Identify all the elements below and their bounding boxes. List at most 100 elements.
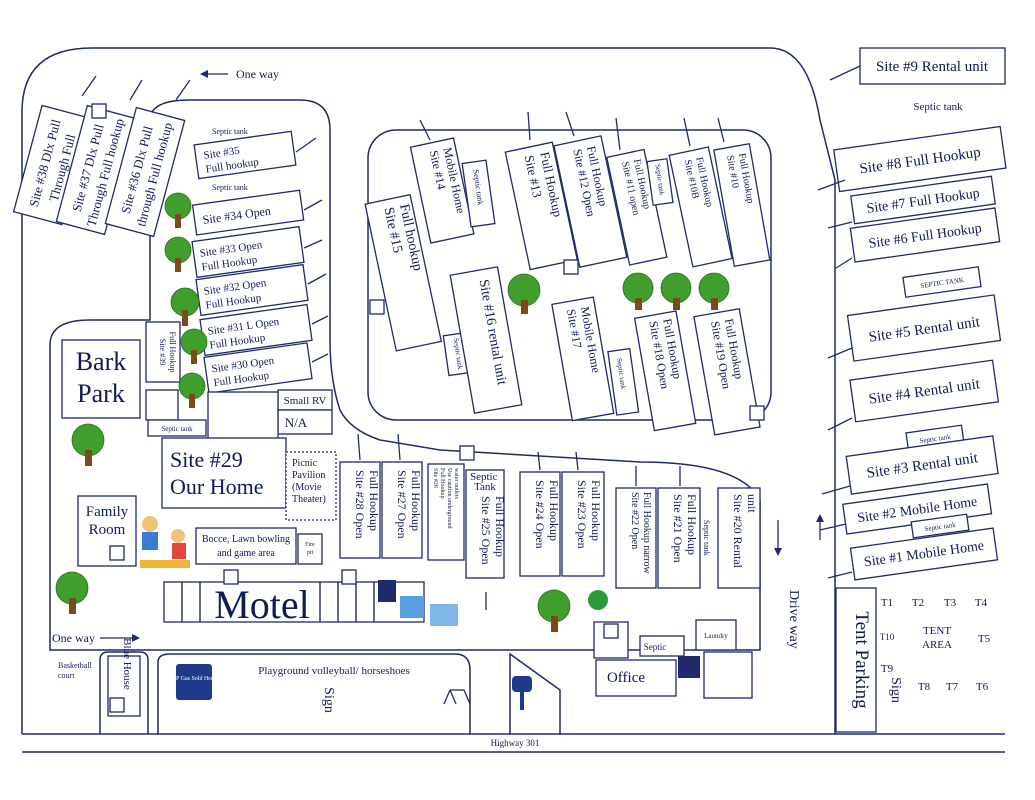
fire-pit-line1: Fire [305, 542, 315, 548]
site-22-box[interactable] [615, 487, 657, 589]
site-10b-box[interactable] [668, 146, 733, 268]
family-room-line2: Room [89, 522, 126, 538]
site-14-box[interactable] [409, 137, 475, 244]
bark-park-box[interactable] [61, 339, 141, 419]
family-room-box[interactable] [77, 495, 137, 567]
tent-t3[interactable]: T3 [944, 597, 957, 609]
tent-t10[interactable]: T10 [880, 632, 895, 642]
bark-park-line2: Park [77, 379, 125, 408]
site-29-box[interactable] [161, 437, 287, 509]
site-35-line1: Site #35 [203, 145, 241, 162]
site-3-box[interactable] [845, 435, 999, 495]
picnic-pavilion-box[interactable] [285, 451, 337, 521]
tent-t9[interactable]: T9 [881, 663, 894, 675]
tent-t1[interactable]: T1 [881, 597, 893, 609]
site-8-box[interactable] [833, 125, 1007, 193]
right-sites: Site #9 Rental unit Septic tank Site #8 … [833, 47, 1007, 581]
site-35-box[interactable] [193, 130, 297, 180]
site-15-box[interactable] [364, 193, 443, 352]
site-24-line1: Site #24 Open [533, 480, 547, 549]
site-7-box[interactable] [850, 175, 996, 225]
left-horizontal-sites: Site #35 Full hookup Septic tank Septic … [191, 127, 329, 394]
fire-pit-box [297, 533, 323, 565]
restroom-box[interactable] [703, 651, 753, 699]
one-way-top-label: One way [236, 67, 279, 81]
picnic-line3: (Movie [292, 482, 322, 493]
right-site-arrows [817, 65, 861, 579]
swing-icon [443, 689, 471, 705]
laundry-box[interactable] [695, 619, 737, 651]
tent-area: T1 T2 T3 T4 T10 TENT AREA T5 T9 T8 T7 T6… [880, 597, 991, 703]
site-13-box[interactable] [504, 141, 578, 271]
site-6-box[interactable] [849, 207, 1001, 263]
central-island [367, 129, 772, 421]
site-26-line4: water outlets [453, 468, 459, 499]
site-25-box[interactable] [465, 469, 505, 579]
site-10-box[interactable] [713, 143, 771, 267]
site-17-box[interactable] [551, 296, 615, 422]
septic-office-box [639, 635, 685, 657]
office-box[interactable] [595, 659, 677, 697]
lp-gas-label: LP Gas Sold Here [172, 676, 216, 682]
recycle-icon [588, 590, 608, 610]
site-27-line2: Full Hookup [409, 470, 423, 531]
motel[interactable]: Motel [163, 581, 425, 627]
site-21-line2: Full Hookup [685, 494, 699, 555]
basketball-label-1: Basketball [58, 661, 93, 670]
site-5-box[interactable] [846, 294, 1002, 362]
one-way-bottom-label: One way [52, 631, 95, 645]
site-34-box[interactable] [191, 189, 305, 236]
site-18-box[interactable] [633, 310, 697, 432]
site-21-box[interactable] [657, 487, 701, 589]
motel-label: Motel [214, 582, 310, 627]
site-28-box[interactable] [339, 461, 381, 559]
tent-t6[interactable]: T6 [976, 681, 989, 693]
site-16-box[interactable] [449, 266, 523, 414]
tent-area-label-1: TENT [923, 625, 951, 637]
one-way-bottom-arrow-head [132, 634, 140, 642]
tent-t2[interactable]: T2 [912, 597, 924, 609]
site-20-box[interactable] [717, 487, 761, 589]
tent-parking-box[interactable] [835, 587, 877, 733]
tent-t5[interactable]: T5 [978, 633, 991, 645]
site-30-box[interactable] [203, 342, 313, 394]
highway-label: Highway 301 [491, 738, 540, 748]
septic-office-label: Septic [644, 642, 667, 652]
tent-t7[interactable]: T7 [946, 681, 959, 693]
site-28-line2: Full Hookup [367, 470, 381, 531]
tent-t4[interactable]: T4 [975, 597, 988, 609]
left-diagonal-sites: Site #38 Dlx Pull Through Full Site #37 … [12, 75, 191, 238]
bark-park-annex [145, 389, 179, 421]
site-29-line2: Our Home [170, 474, 263, 499]
site-26-line2: Full Hookup [439, 468, 445, 499]
sign-right-label: Sign [888, 677, 903, 703]
site-33-box[interactable] [191, 225, 305, 279]
site-25-line1: Site #25 Open [479, 496, 493, 565]
wifi-icon [91, 103, 765, 713]
septic-tank-right-2-box [910, 513, 970, 539]
septic-tank-34: Septic tank [212, 183, 248, 192]
site-9-label: Site #9 Rental unit [876, 59, 989, 75]
septic-tank-11-box [646, 158, 674, 206]
site-1-box[interactable] [849, 527, 999, 581]
site-22-line1: Site #22 Open [629, 492, 640, 549]
bocce-box[interactable] [195, 527, 297, 565]
restroom-icon-office [678, 656, 700, 678]
playground-label: Playground volleyball/ horseshoes [258, 665, 410, 677]
site-24-box[interactable] [519, 471, 561, 577]
site-26-box[interactable] [427, 463, 465, 561]
site-21-line1: Site #21 Open [671, 494, 685, 563]
small-rv-label: Small RV [284, 395, 327, 407]
site-27-box[interactable] [381, 461, 423, 559]
site-23-box[interactable] [561, 471, 605, 577]
site-39-line2: Full Hookup [168, 332, 177, 373]
site-12-box[interactable] [553, 135, 628, 268]
site-39-box[interactable] [145, 321, 181, 383]
small-rv-lot [207, 391, 279, 441]
site-9-box[interactable] [859, 47, 1006, 85]
site-4-box[interactable] [849, 359, 1000, 423]
tent-t8[interactable]: T8 [918, 681, 931, 693]
site-19-box[interactable] [693, 307, 761, 436]
site-36-box[interactable] [104, 106, 186, 238]
